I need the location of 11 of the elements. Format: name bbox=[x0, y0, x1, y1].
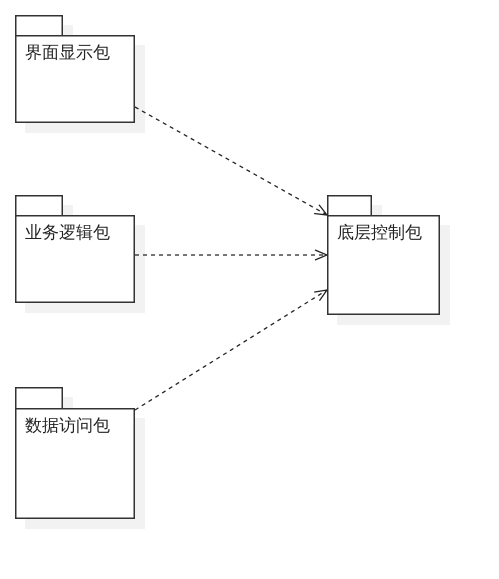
package-box bbox=[15, 387, 135, 519]
dependency-arrow bbox=[134, 106, 328, 216]
package-name: 界面显示包 bbox=[25, 42, 110, 64]
package-box bbox=[15, 15, 135, 123]
package-name: 底层控制包 bbox=[337, 222, 422, 244]
dependency-arrow bbox=[134, 289, 328, 411]
package-name: 业务逻辑包 bbox=[25, 222, 110, 244]
package-box bbox=[15, 195, 135, 303]
package-name: 数据访问包 bbox=[25, 415, 110, 437]
package-box bbox=[327, 195, 440, 315]
dependency-arrow bbox=[135, 249, 328, 261]
